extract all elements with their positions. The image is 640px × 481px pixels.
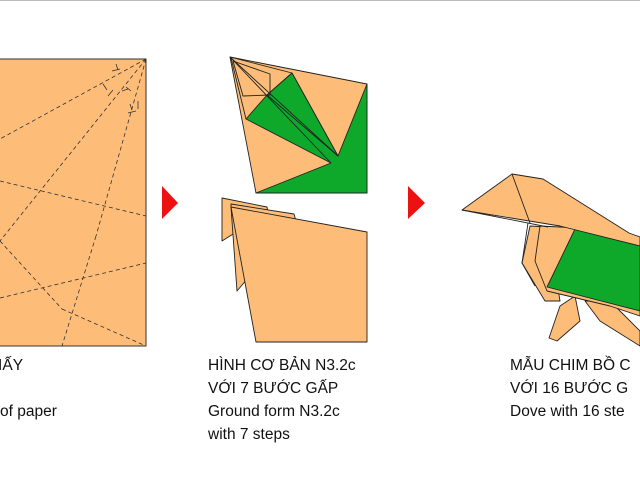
ground-form-back-figure: [221, 197, 368, 343]
caption-ground-form-en-1: Ground form N3.2c: [208, 403, 340, 420]
caption-ground-form: HÌNH CƠ BẢN N3.2c VỚI 7 BƯỚC GẤP Ground …: [208, 354, 356, 446]
caption-dove: MẪU CHIM BỒ C VỚI 16 BƯỚC G Dove with 16…: [510, 354, 631, 423]
caption-dove-vi-1: MẪU CHIM BỒ C: [510, 357, 631, 374]
caption-paper-en: of paper: [0, 403, 57, 420]
caption-dove-en-1: Dove with 16 ste: [510, 403, 625, 420]
dove-figure: [461, 173, 640, 347]
caption-paper-vi: GIẤY: [0, 357, 24, 374]
caption-ground-form-vi-2: VỚI 7 BƯỚC GẤP: [208, 380, 339, 397]
arrow-right-icon: [162, 186, 178, 219]
ground-form-front-figure: [229, 56, 368, 194]
paper-sheet-figure: [0, 58, 147, 347]
caption-ground-form-en-2: with 7 steps: [208, 426, 290, 443]
caption-ground-form-vi-1: HÌNH CƠ BẢN N3.2c: [208, 357, 356, 374]
caption-dove-vi-2: VỚI 16 BƯỚC G: [510, 380, 629, 397]
arrow-right-icon: [408, 186, 425, 219]
caption-paper: GIẤY of paper: [0, 354, 57, 423]
